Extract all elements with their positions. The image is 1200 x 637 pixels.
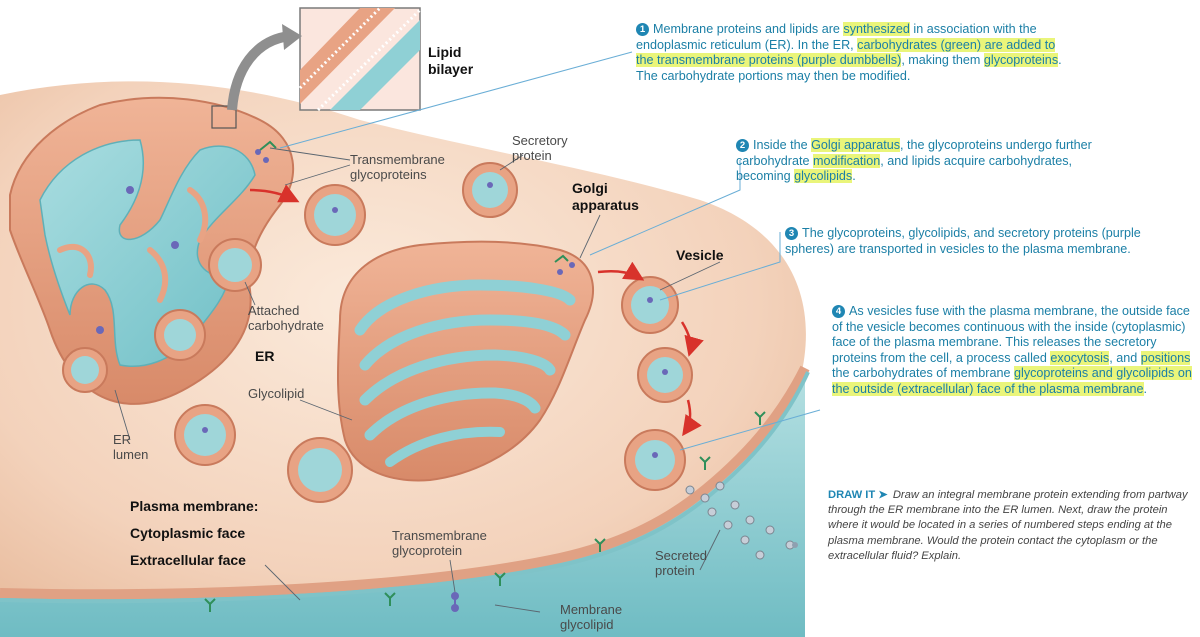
label-er-lumen-line1: ER [113,432,148,447]
label-secretory-protein-line2: protein [512,148,568,163]
label-glycolipid: Glycolipid [248,386,304,401]
label-attached-carbohydrate-line2: carbohydrate [248,318,324,333]
step-number-badge: 3 [785,227,798,240]
label-transmembrane-glycoproteins-line1: Transmembrane [350,152,445,167]
label-transmembrane-glycoprotein: Transmembrane glycoprotein [392,528,487,558]
label-attached-carbohydrate: Attached carbohydrate [248,303,324,333]
highlighted-text: glycolipids [794,169,852,183]
caption-text: Inside the [753,138,811,152]
caption-text: The glycoproteins, glycolipids, and secr… [785,226,1141,256]
highlighted-text: glycoproteins [984,53,1058,67]
label-lipid-bilayer-line2: bilayer [428,61,473,78]
caption-text: . [852,169,856,183]
step-number-badge: 4 [832,305,845,318]
step-3-caption: 3The glycoproteins, glycolipids, and sec… [785,226,1170,257]
step-number-badge: 2 [736,139,749,152]
highlighted-text: Golgi apparatus [811,138,900,152]
highlighted-text: positions [1141,351,1191,365]
highlighted-text: synthesized [843,22,910,36]
label-secretory-protein: Secretory protein [512,133,568,163]
label-extracellular-face: Extracellular face [130,552,246,569]
label-transmembrane-glycoprotein-line2: glycoprotein [392,543,487,558]
caption-text: the carbohydrates of membrane [832,366,1014,380]
caption-text: Membrane proteins and lipids are [653,22,843,36]
step-2-caption: 2Inside the Golgi apparatus, the glycopr… [736,138,1126,185]
label-secreted-protein: Secreted protein [655,548,707,578]
step-number-badge: 1 [636,23,649,36]
label-transmembrane-glycoproteins-line2: glycoproteins [350,167,445,182]
draw-it-exercise: DRAW IT ➤ Draw an integral membrane prot… [828,488,1188,564]
label-golgi-line1: Golgi [572,180,639,197]
label-secreted-protein-line2: protein [655,563,707,578]
highlighted-text: modification [813,154,880,168]
label-membrane-glycolipid: Membrane glycolipid [560,602,622,632]
label-golgi-apparatus: Golgi apparatus [572,180,639,214]
label-secreted-protein-line1: Secreted [655,548,707,563]
draw-it-heading: DRAW IT ➤ [828,489,888,501]
step-4-caption: 4As vesicles fuse with the plasma membra… [832,304,1194,397]
label-vesicle: Vesicle [676,247,724,264]
label-membrane-glycolipid-line1: Membrane [560,602,622,617]
label-er-lumen-line2: lumen [113,447,148,462]
label-plasma-membrane: Plasma membrane: [130,498,258,515]
label-cytoplasmic-face: Cytoplasmic face [130,525,245,542]
label-attached-carbohydrate-line1: Attached [248,303,324,318]
label-secretory-protein-line1: Secretory [512,133,568,148]
caption-text: . [1144,382,1148,396]
label-er-lumen: ER lumen [113,432,148,462]
highlighted-text: exocytosis [1050,351,1109,365]
label-golgi-line2: apparatus [572,197,639,214]
label-lipid-bilayer: Lipid bilayer [428,44,473,78]
label-membrane-glycolipid-line2: glycolipid [560,617,622,632]
label-lipid-bilayer-line1: Lipid [428,44,473,61]
caption-text: , making them [901,53,984,67]
step-1-caption: 1 Membrane proteins and lipids are synthe… [636,22,1076,84]
label-transmembrane-glycoprotein-line1: Transmembrane [392,528,487,543]
label-transmembrane-glycoproteins: Transmembrane glycoproteins [350,152,445,182]
label-er: ER [255,348,274,365]
caption-text: , and [1109,351,1141,365]
